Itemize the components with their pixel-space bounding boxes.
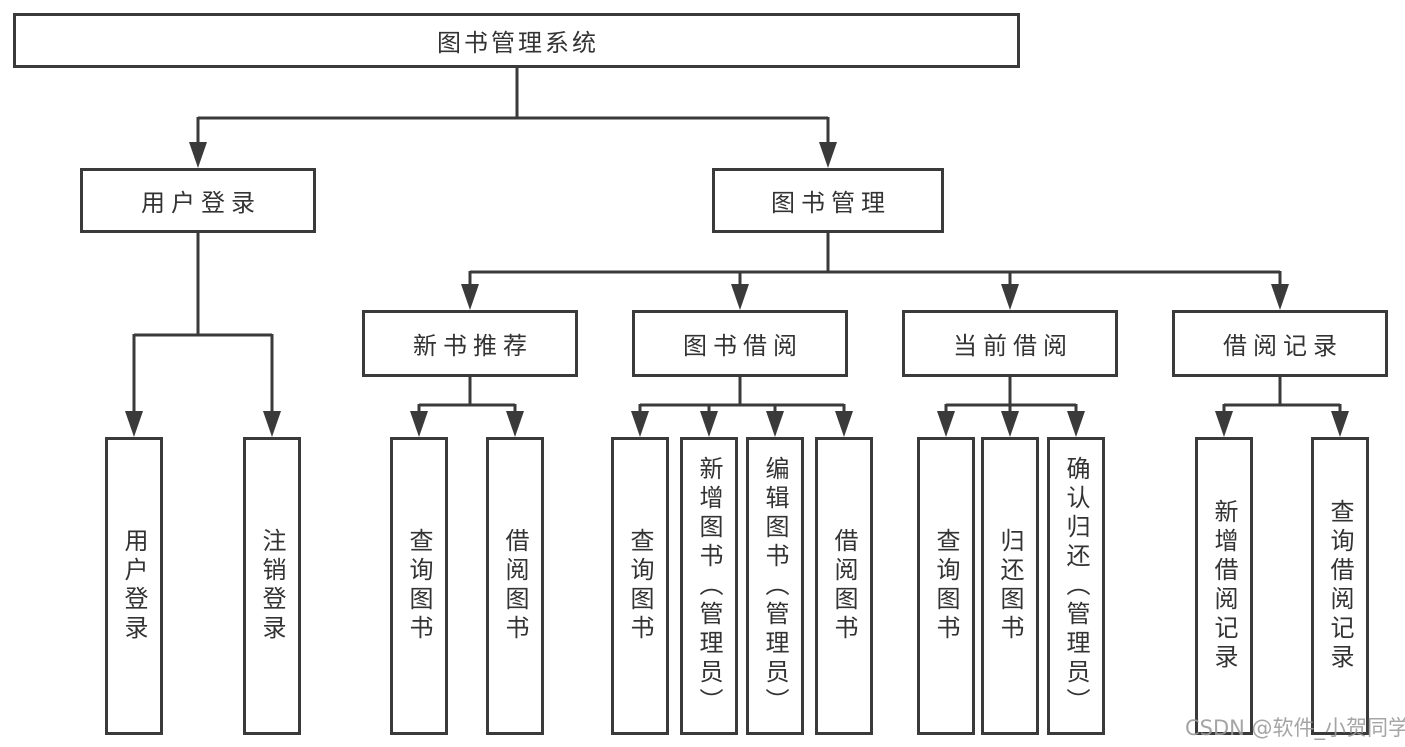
arrowhead (189, 142, 207, 168)
leaf-label: 借阅图书 (830, 528, 858, 644)
leaf-label: 编辑图书（管理员） (761, 455, 789, 717)
leaf-label: 查询借阅记录 (1326, 499, 1354, 673)
node-user-login: 用户登录 (80, 168, 316, 233)
leaf-borrowing-add-books-admin: 新增图书（管理员） (680, 437, 738, 735)
arrowhead (125, 411, 143, 437)
node-borrowing-records: 借阅记录 (1172, 310, 1388, 377)
leaf-borrowing-edit-books-admin: 编辑图书（管理员） (746, 437, 804, 735)
arrowhead (1001, 284, 1019, 310)
leaf-label: 确认归还（管理员） (1062, 455, 1090, 717)
leaf-label: 查询图书 (626, 528, 654, 644)
leaf-label: 注销登录 (258, 528, 286, 644)
arrowhead (1331, 411, 1349, 437)
arrowhead (506, 411, 524, 437)
node-book-borrowing: 图书借阅 (632, 310, 848, 377)
connector-bookmgmt-to-level3 (461, 233, 1289, 310)
leaf-label: 用户登录 (120, 528, 148, 644)
arrowhead (835, 411, 853, 437)
node-label: 图书管理 (771, 189, 891, 217)
arrowhead (1067, 411, 1085, 437)
arrowhead (1271, 284, 1289, 310)
csdn-watermark: CSDN @软件_小贺同学 (1185, 716, 1405, 740)
connector-records-to-leaves (1215, 377, 1349, 437)
leaf-records-query-record: 查询借阅记录 (1311, 437, 1369, 735)
connector-current-to-leaves (937, 377, 1085, 437)
arrowhead (1215, 411, 1233, 437)
node-label: 当前借阅 (953, 332, 1073, 360)
node-label: 用户登录 (141, 189, 261, 217)
leaf-records-add-record: 新增借阅记录 (1195, 437, 1253, 735)
arrowhead (631, 411, 649, 437)
node-root-system: 图书管理系统 (13, 13, 1020, 68)
leaf-newbook-borrow-books: 借阅图书 (486, 437, 544, 735)
connector-root-to-level2 (189, 68, 837, 168)
arrowhead (819, 142, 837, 168)
arrowhead (461, 284, 479, 310)
node-label: 借阅记录 (1223, 332, 1343, 360)
leaf-label: 归还图书 (996, 528, 1024, 644)
leaf-newbook-query-books: 查询图书 (390, 437, 448, 735)
arrowhead (937, 411, 955, 437)
leaf-borrowing-query-books: 查询图书 (611, 437, 669, 735)
connector-borrowing-to-leaves (631, 377, 853, 437)
node-label: 图书借阅 (683, 332, 803, 360)
leaf-user-login: 用户登录 (105, 437, 163, 735)
node-root-label: 图书管理系统 (437, 29, 599, 57)
leaf-current-return-books: 归还图书 (981, 437, 1039, 735)
node-current-borrowing: 当前借阅 (902, 310, 1118, 377)
arrowhead (410, 411, 428, 437)
leaf-current-query-books: 查询图书 (917, 437, 975, 735)
leaf-current-confirm-return-admin: 确认归还（管理员） (1047, 437, 1105, 735)
node-new-book-recommend: 新书推荐 (362, 310, 578, 377)
leaf-logout: 注销登录 (243, 437, 301, 735)
connector-userlogin-to-leaves (125, 233, 281, 437)
leaf-label: 查询图书 (932, 528, 960, 644)
arrowhead (700, 411, 718, 437)
leaf-label: 查询图书 (405, 528, 433, 644)
leaf-label: 借阅图书 (501, 528, 529, 644)
leaf-label: 新增借阅记录 (1210, 499, 1238, 673)
arrowhead (731, 284, 749, 310)
node-book-management: 图书管理 (712, 168, 944, 233)
arrowhead (766, 411, 784, 437)
arrowhead (1001, 411, 1019, 437)
arrowhead (263, 411, 281, 437)
node-label: 新书推荐 (413, 332, 533, 360)
leaf-label: 新增图书（管理员） (695, 455, 723, 717)
connector-newbook-to-leaves (410, 377, 524, 437)
leaf-borrowing-borrow-books: 借阅图书 (815, 437, 873, 735)
